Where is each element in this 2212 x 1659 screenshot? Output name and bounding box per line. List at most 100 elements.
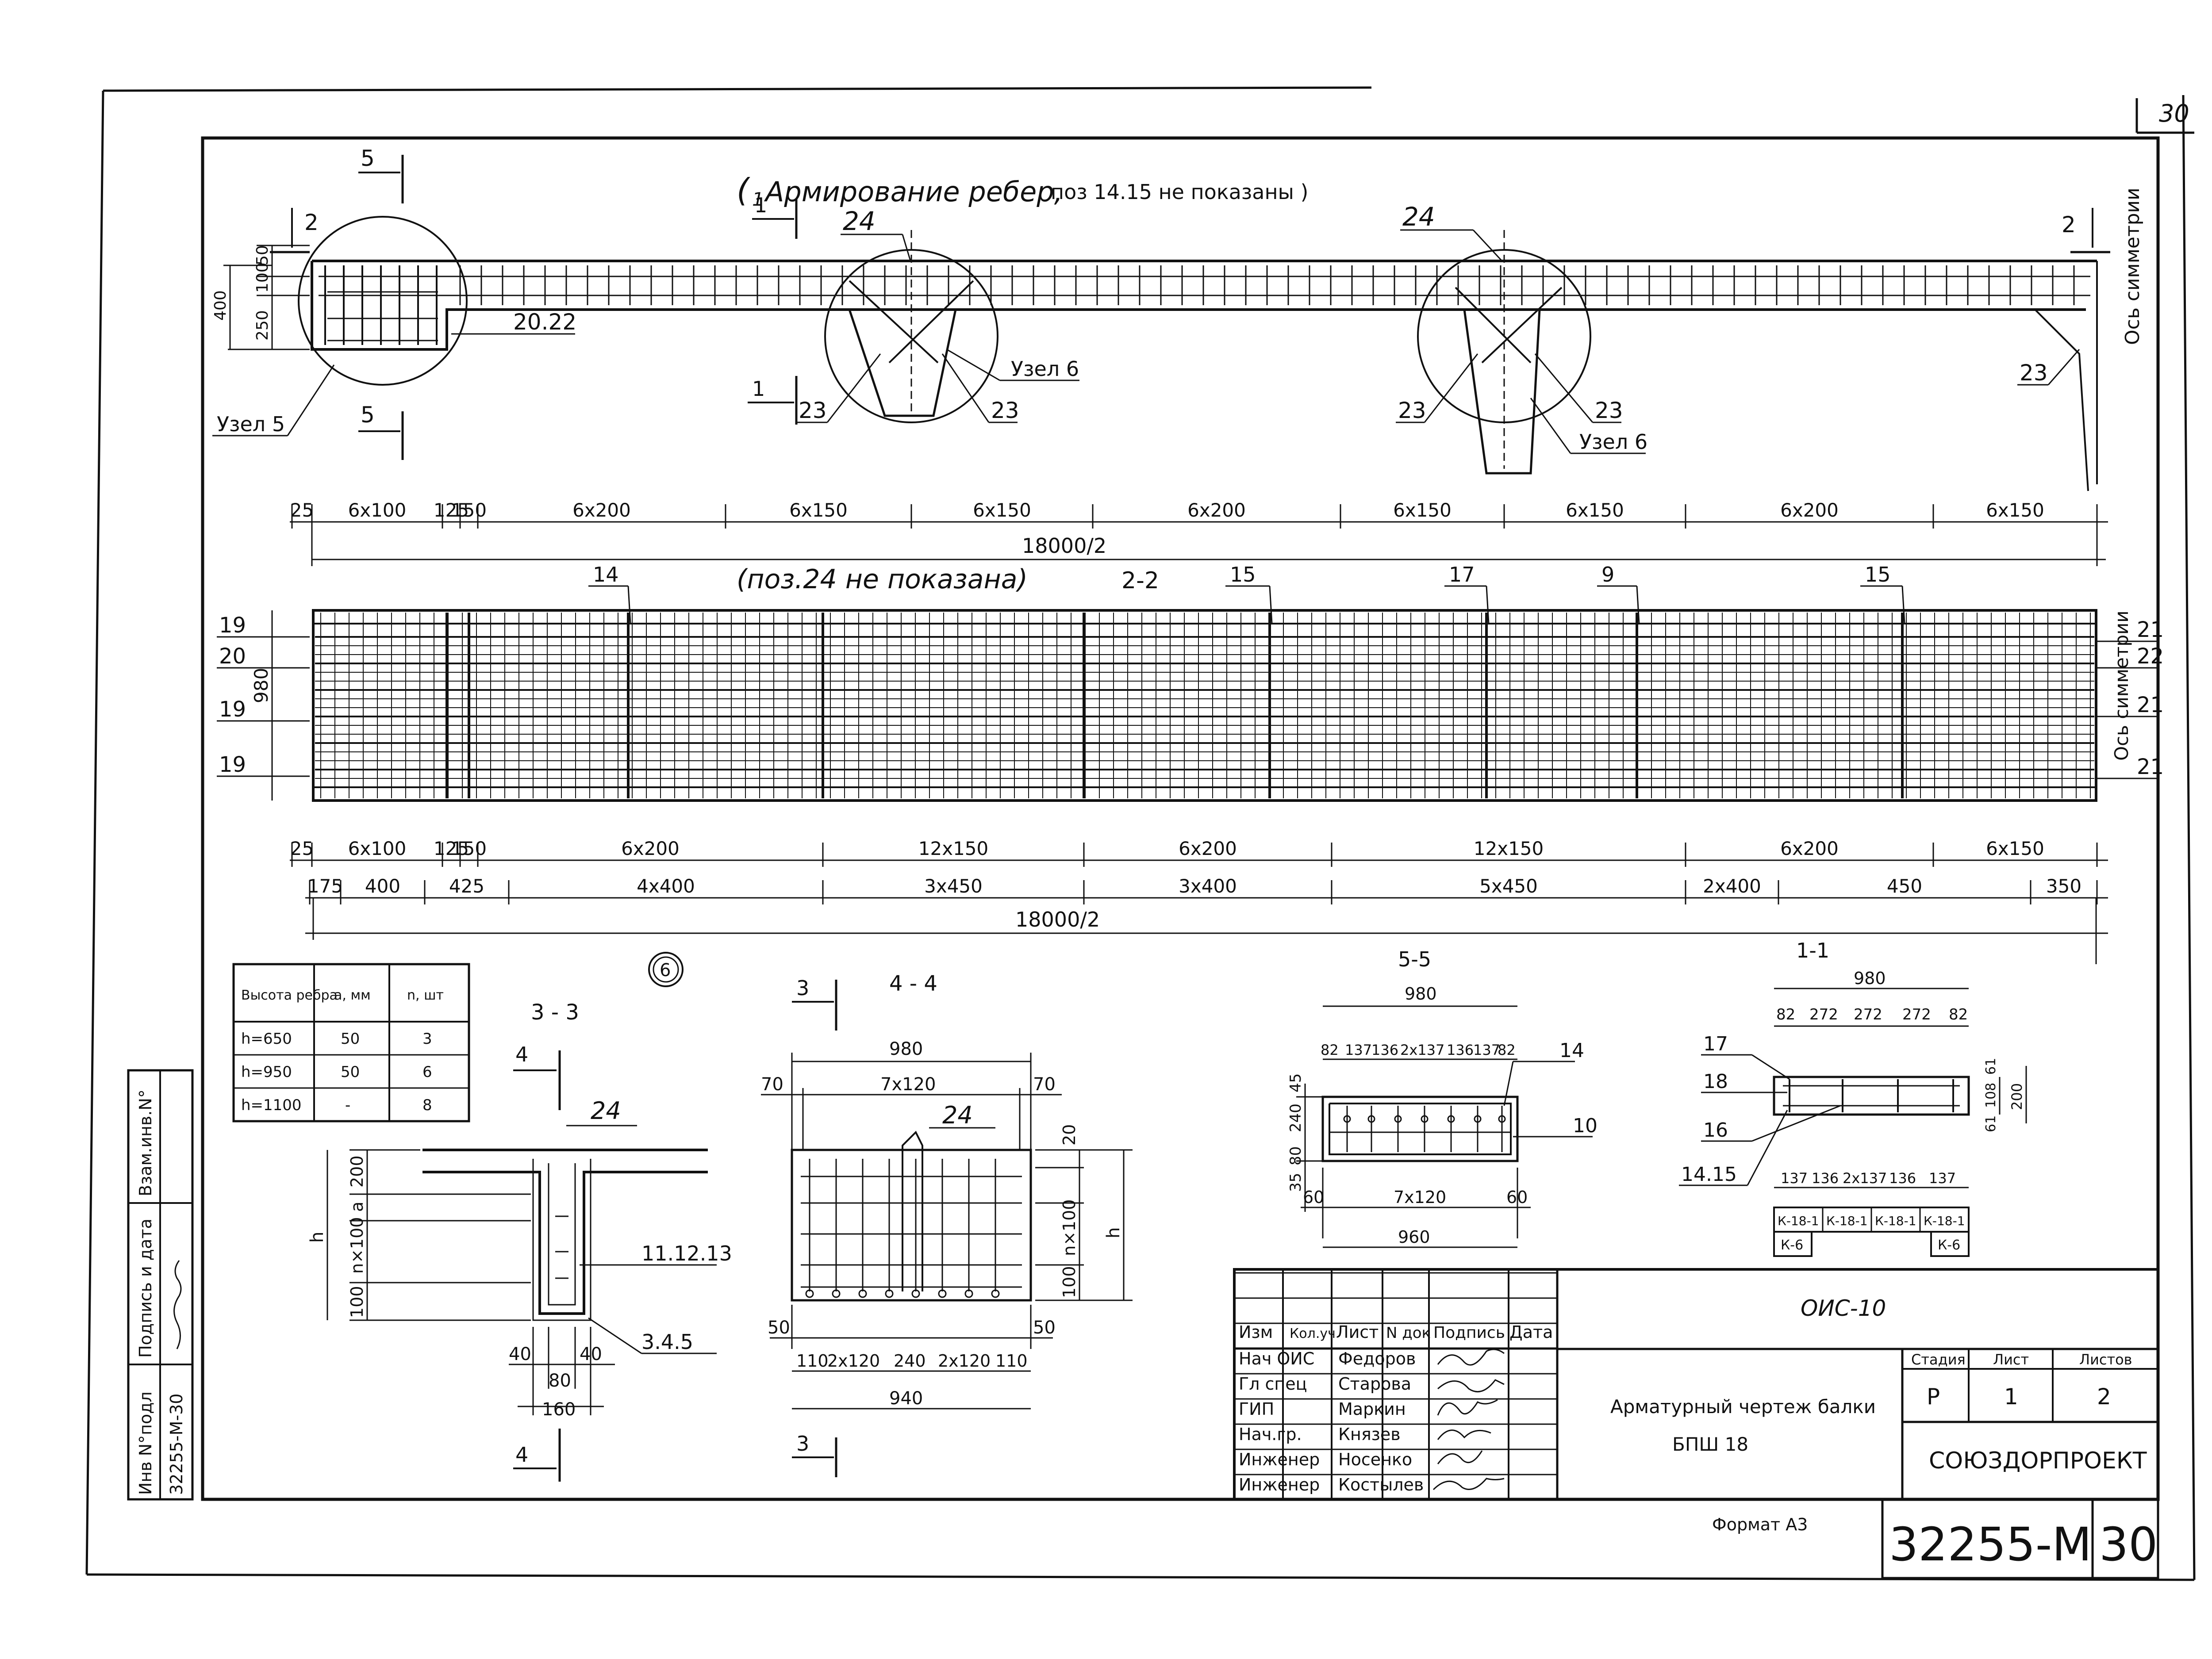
svg-text:Князев: Князев bbox=[1338, 1425, 1401, 1444]
node5-circle bbox=[298, 216, 468, 386]
elevation-axis-label: Ось симметрии bbox=[2121, 188, 2144, 345]
svg-text:Лист: Лист bbox=[1993, 1351, 2029, 1368]
section-4-4-title: 4 - 4 bbox=[889, 971, 937, 996]
dimension-label: 12x150 bbox=[918, 838, 988, 859]
svg-text:70: 70 bbox=[1033, 1074, 1056, 1095]
dimension-label: 6x150 bbox=[973, 499, 1031, 521]
svg-text:Инженер: Инженер bbox=[1239, 1450, 1320, 1469]
section-3-3-pos11: 11.12.13 bbox=[641, 1241, 732, 1265]
svg-text:200: 200 bbox=[347, 1155, 367, 1188]
svg-text:110: 110 bbox=[995, 1351, 1028, 1371]
svg-text:50: 50 bbox=[1033, 1318, 1056, 1338]
dimension-label: 6x200 bbox=[1780, 838, 1839, 859]
pos-24-right: 24 bbox=[1402, 202, 1435, 232]
svg-text:80: 80 bbox=[549, 1371, 571, 1391]
tb-description-2: БПШ 18 bbox=[1672, 1433, 1748, 1455]
table-header-height: Высота ребра bbox=[241, 988, 338, 1003]
svg-text:1: 1 bbox=[754, 193, 767, 217]
svg-text:15: 15 bbox=[1865, 563, 1891, 586]
svg-text:К-18-1: К-18-1 bbox=[1826, 1214, 1868, 1228]
svg-text:21: 21 bbox=[2137, 617, 2164, 642]
dimension-label: 3x450 bbox=[924, 875, 983, 897]
svg-text:14: 14 bbox=[593, 563, 619, 586]
svg-text:7x120: 7x120 bbox=[880, 1074, 936, 1095]
tb-header: N док bbox=[1386, 1324, 1431, 1342]
svg-text:82: 82 bbox=[1321, 1042, 1339, 1058]
table-header-a: a, мм bbox=[334, 988, 371, 1003]
svg-text:19: 19 bbox=[219, 613, 246, 638]
svg-text:32255-М-30: 32255-М-30 bbox=[167, 1394, 186, 1495]
svg-text:940: 940 bbox=[889, 1388, 923, 1409]
cut-2-right: 2 bbox=[2062, 208, 2110, 253]
plan-height: 980 bbox=[250, 668, 272, 703]
svg-text:21: 21 bbox=[2137, 755, 2164, 779]
dimension-label: 3x400 bbox=[1179, 875, 1237, 897]
plan-top-positions: 14 15 17 9 15 bbox=[588, 563, 1905, 624]
pos-23-a: 23 bbox=[799, 398, 827, 423]
cut-1-bottom: 1 bbox=[748, 376, 798, 425]
plan-section-label: 2-2 bbox=[1121, 567, 1159, 594]
node6-label-left: Узел 6 bbox=[1011, 357, 1079, 381]
table-cell: - bbox=[345, 1096, 350, 1114]
svg-text:136: 136 bbox=[1447, 1042, 1474, 1058]
svg-text:3: 3 bbox=[796, 976, 809, 1000]
svg-text:60: 60 bbox=[1506, 1188, 1528, 1207]
svg-text:80: 80 bbox=[1287, 1146, 1305, 1165]
dimension-label: 6x150 bbox=[1986, 499, 2044, 521]
svg-text:980: 980 bbox=[1405, 984, 1437, 1004]
dimension-label: 125 bbox=[434, 499, 469, 521]
svg-text:2: 2 bbox=[304, 210, 319, 235]
sheet-frame bbox=[85, 86, 2196, 1581]
section-3-3-pos24: 24 bbox=[591, 1097, 621, 1125]
bar-section bbox=[805, 1289, 814, 1298]
cut-5-top: 5 bbox=[358, 146, 404, 203]
svg-text:10: 10 bbox=[1573, 1115, 1598, 1137]
svg-text:272: 272 bbox=[1854, 1006, 1882, 1023]
bar-section bbox=[1343, 1115, 1351, 1123]
svg-text:5: 5 bbox=[361, 402, 375, 428]
dimension-label: 4x400 bbox=[637, 875, 695, 897]
section-5-5-rebar bbox=[1343, 1106, 1506, 1152]
sheet-number-box: 30 bbox=[2135, 98, 2194, 134]
plan-axis-label: Ось симметрии bbox=[2111, 610, 2132, 761]
dimension-label: 5x450 bbox=[1479, 875, 1538, 897]
elevation-view: ( 1 Армирование ребер, поз 14.15 не пока… bbox=[211, 146, 2144, 566]
svg-text:240: 240 bbox=[1287, 1103, 1305, 1132]
dimension-label: 25 bbox=[290, 499, 314, 521]
svg-text:3: 3 bbox=[796, 1432, 809, 1456]
svg-text:82: 82 bbox=[1776, 1006, 1795, 1023]
pos-23-e: 23 bbox=[2020, 360, 2048, 386]
svg-text:14: 14 bbox=[1559, 1039, 1584, 1062]
signatures bbox=[1432, 1349, 1505, 1490]
plan-view: (поз.24 не показана) 2-2 14 15 17 9 15 bbox=[217, 563, 2164, 964]
svg-text:19: 19 bbox=[219, 752, 246, 777]
dimension-label: 425 bbox=[449, 875, 484, 897]
svg-text:22: 22 bbox=[2137, 644, 2164, 669]
svg-text:Нач ОИС: Нач ОИС bbox=[1239, 1349, 1314, 1368]
svg-text:19: 19 bbox=[219, 697, 246, 722]
svg-text:2x120: 2x120 bbox=[827, 1351, 880, 1371]
svg-text:Носенко: Носенко bbox=[1338, 1450, 1412, 1469]
svg-text:a: a bbox=[347, 1202, 367, 1212]
bar-section bbox=[911, 1289, 920, 1298]
section-5-5-title: 5-5 bbox=[1398, 947, 1431, 971]
tb-code: ОИС-10 bbox=[1801, 1295, 1886, 1321]
elevation-note-open: ( bbox=[737, 172, 750, 209]
svg-text:136: 136 bbox=[1889, 1170, 1916, 1187]
svg-text:Федоров: Федоров bbox=[1338, 1349, 1416, 1368]
section-4-4: 4 - 4 3 3 24 980 70 7x120 70 20 n×100 10… bbox=[761, 971, 1133, 1477]
pos-23-d: 23 bbox=[1595, 398, 1623, 423]
svg-text:Нач.гр.: Нач.гр. bbox=[1239, 1425, 1302, 1444]
tb-header: Лист bbox=[1336, 1322, 1379, 1342]
dimension-label: 2x400 bbox=[1703, 875, 1761, 897]
svg-text:100: 100 bbox=[1060, 1266, 1079, 1298]
svg-text:100: 100 bbox=[253, 262, 272, 293]
bar-section bbox=[991, 1289, 1000, 1298]
table-cell: h=950 bbox=[241, 1063, 292, 1081]
bar-section bbox=[964, 1289, 973, 1298]
svg-text:272: 272 bbox=[1902, 1006, 1931, 1023]
svg-text:Инв N°подл: Инв N°подл bbox=[136, 1391, 155, 1495]
tb-header: Подпись bbox=[1433, 1324, 1505, 1342]
